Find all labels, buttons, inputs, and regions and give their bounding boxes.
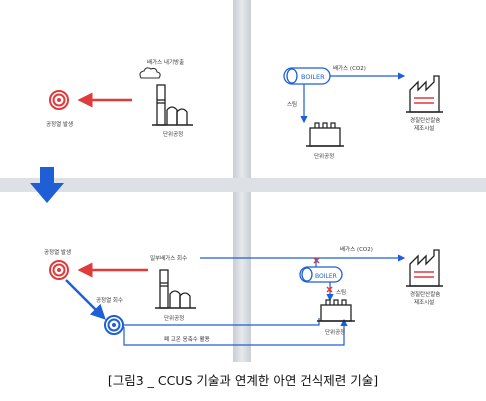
process-plant-icon — [306, 122, 344, 147]
figure-caption: [그림3 _ CCUS 기술과 연계한 아연 건식제련 기술] — [107, 373, 379, 388]
smoke-cloud-icon — [139, 67, 161, 79]
tl-emission-label: 배가스 내기방출 — [147, 58, 184, 66]
factory-icon — [152, 84, 193, 126]
tr-flue-gas-label: 배가스 (CO2) — [333, 64, 366, 72]
tr-plant-label: 단위공정 — [314, 152, 334, 160]
factory-icon — [406, 249, 443, 287]
br-product-label-1: 경질탄산칼슘 — [410, 290, 440, 298]
tr-boiler-label: BOILER — [301, 73, 325, 81]
factory-icon — [406, 75, 443, 113]
target-icon — [49, 90, 69, 110]
bl-plant-label: 단위공정 — [164, 314, 184, 322]
bl-heat-label: 공정열 발생 — [44, 248, 71, 256]
bl-recovery-arrow — [65, 279, 106, 320]
horizontal-divider — [0, 178, 486, 192]
bl-hot-water-label: 폐 고온 응축수 활용 — [164, 335, 210, 343]
tr-product-label-2: 제조시설 — [414, 124, 434, 132]
target-icon — [104, 315, 124, 335]
process-plant-icon — [317, 299, 355, 322]
tl-plant-label: 단위공정 — [163, 130, 183, 138]
hot-water-return — [123, 318, 348, 346]
br-flue-gas-label: 배가스 (CO2) — [340, 245, 373, 253]
tr-product-label-1: 경질탄산칼슘 — [410, 116, 440, 124]
br-plant-label: 단위공정 — [325, 328, 345, 336]
bl-partial-flue-label: 일부배가스 회수 — [150, 254, 187, 262]
br-steam-label: 스팀 — [336, 288, 346, 296]
br-product-label-2: 제조시설 — [414, 298, 434, 306]
hot-water-loop — [124, 318, 320, 326]
target-icon — [49, 260, 69, 280]
tl-heat-label: 공정열 발생 — [46, 120, 73, 128]
x-mark-icon — [326, 286, 333, 293]
tr-steam-label: 스팀 — [287, 100, 297, 108]
down-arrow-icon — [30, 167, 64, 203]
factory-icon — [155, 269, 196, 309]
boiler-icon — [299, 266, 343, 283]
bl-heat-recovery-label: 공정열 회수 — [96, 296, 123, 304]
boiler-icon — [283, 67, 331, 85]
br-boiler-label: BOILER — [315, 273, 337, 280]
